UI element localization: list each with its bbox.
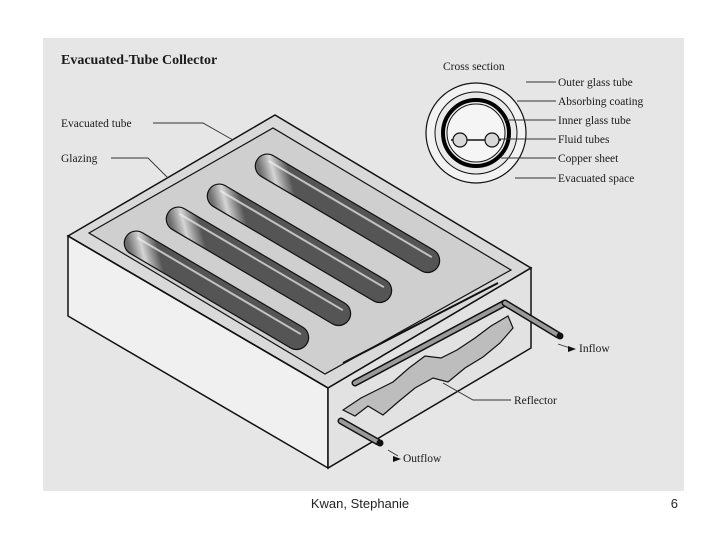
cross-section-diagram (425, 82, 527, 184)
diagram-title: Evacuated-Tube Collector (61, 53, 217, 68)
label-fluid-tubes: Fluid tubes (558, 134, 610, 146)
label-reflector: Reflector (514, 395, 557, 407)
fluid-tube-left (452, 132, 468, 148)
evacuated-tube-3 (206, 183, 393, 304)
fluid-tube-right (484, 132, 500, 148)
label-outflow: Outflow (403, 453, 442, 465)
absorbing-coating-ring (441, 98, 511, 168)
evacuated-tubes (123, 153, 441, 351)
label-inner-glass-tube: Inner glass tube (558, 115, 631, 127)
cross-section-title: Cross section (443, 61, 505, 73)
label-glazing: Glazing (61, 153, 98, 165)
evacuated-tube-2 (165, 206, 352, 327)
inflow-arrow (568, 346, 576, 352)
label-copper-sheet: Copper sheet (558, 153, 619, 165)
footer-author: Kwan, Stephanie (310, 496, 410, 511)
outflow-arrow (393, 456, 401, 462)
evacuated-tube-1 (123, 230, 310, 351)
diagram-canvas: Evacuated-Tube Collector (61, 53, 644, 470)
reflector-sheet (341, 315, 514, 417)
evacuated-tube-collector-diagram: Evacuated-Tube Collector (43, 38, 684, 491)
evacuated-tube-4 (254, 153, 441, 274)
page-number: 6 (670, 496, 678, 511)
label-outer-glass-tube: Outer glass tube (558, 77, 633, 89)
label-evacuated-space: Evacuated space (558, 173, 634, 185)
manifold-pipes (337, 282, 564, 447)
inner-glass-tube-ring (446, 103, 506, 163)
label-inflow: Inflow (579, 343, 610, 355)
cross-section-leaders (499, 81, 556, 179)
label-evacuated-tube: Evacuated tube (61, 118, 132, 130)
label-absorbing-coating: Absorbing coating (558, 96, 644, 108)
